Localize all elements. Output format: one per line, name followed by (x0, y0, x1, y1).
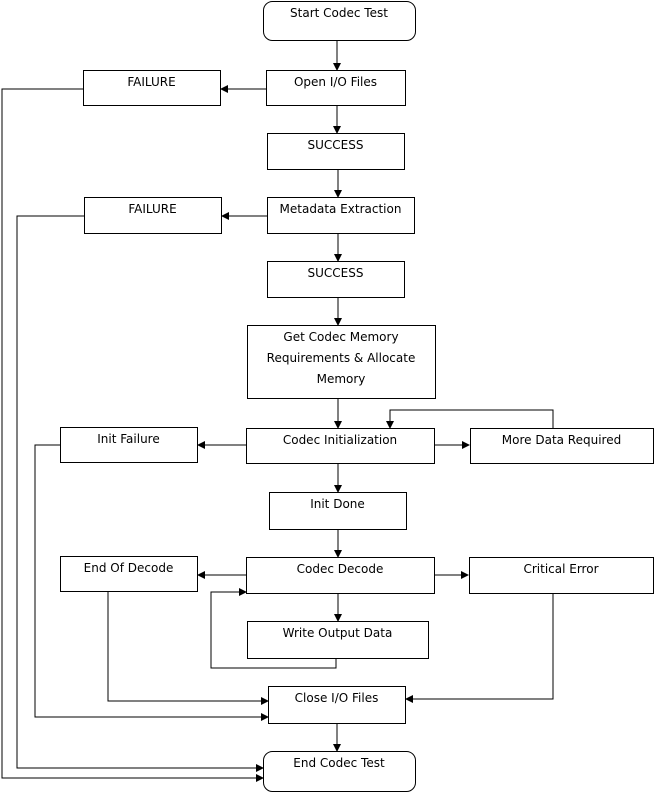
node-more-data: More Data Required (470, 428, 654, 464)
node-metadata: Metadata Extraction (267, 197, 415, 234)
node-box (60, 427, 198, 463)
node-label: Codec Initialization (283, 433, 397, 447)
node-label: FAILURE (127, 75, 175, 89)
node-box (470, 428, 654, 464)
node-critical-error: Critical Error (469, 557, 654, 594)
node-codec-decode: Codec Decode (246, 557, 435, 594)
node-label: Init Done (310, 497, 365, 511)
node-box (83, 70, 221, 106)
edge-failure1-to-end (1, 88, 264, 782)
node-box (267, 133, 405, 170)
node-label: FAILURE (128, 202, 176, 216)
node-write-output: Write Output Data (247, 621, 429, 659)
node-init-failure: Init Failure (60, 427, 198, 463)
node-end: End Codec Test (263, 751, 416, 792)
node-box (247, 621, 429, 659)
node-init-done: Init Done (269, 492, 407, 530)
node-label: More Data Required (502, 433, 621, 447)
node-label: Requirements & Allocate (267, 351, 416, 365)
node-label: Init Failure (97, 432, 159, 446)
node-box (60, 556, 198, 592)
edge-end-decode-to-close-io (107, 591, 269, 705)
node-close-io: Close I/O Files (268, 686, 406, 724)
node-box (266, 70, 406, 106)
node-success1: SUCCESS (267, 133, 405, 170)
edge-failure2-to-end (16, 215, 264, 772)
node-label: Open I/O Files (294, 75, 377, 89)
edge-init-failure-to-close-io (34, 444, 269, 721)
edge-write-output-to-codec-decode (210, 588, 337, 669)
node-box (247, 325, 436, 399)
edge-more-data-to-codec-init (386, 409, 554, 429)
node-failure1: FAILURE (83, 70, 221, 106)
node-box (263, 751, 416, 792)
node-start: Start Codec Test (263, 1, 416, 41)
node-label: Close I/O Files (295, 691, 379, 705)
edges-layer (1, 40, 554, 782)
node-end-decode: End Of Decode (60, 556, 198, 592)
node-label: Write Output Data (283, 626, 393, 640)
node-box (84, 197, 222, 234)
node-success2: SUCCESS (267, 261, 405, 298)
node-box (263, 1, 416, 41)
node-label: Codec Decode (297, 562, 384, 576)
node-label: Metadata Extraction (280, 202, 402, 216)
node-failure2: FAILURE (84, 197, 222, 234)
node-label: End Of Decode (84, 561, 174, 575)
node-label: SUCCESS (308, 266, 364, 280)
edge-critical-error-to-close-io (405, 593, 554, 703)
node-label: End Codec Test (293, 756, 385, 770)
node-box (246, 428, 435, 464)
node-label: Start Codec Test (290, 6, 388, 20)
node-box (268, 686, 406, 724)
node-label: SUCCESS (308, 138, 364, 152)
node-box (269, 492, 407, 530)
node-box (469, 557, 654, 594)
node-label: Get Codec Memory (283, 330, 398, 344)
node-label: Critical Error (523, 562, 598, 576)
node-box (246, 557, 435, 594)
node-codec-init: Codec Initialization (246, 428, 435, 464)
node-box (267, 197, 415, 234)
node-label: Memory (317, 372, 366, 386)
node-open-io: Open I/O Files (266, 70, 406, 106)
node-box (267, 261, 405, 298)
